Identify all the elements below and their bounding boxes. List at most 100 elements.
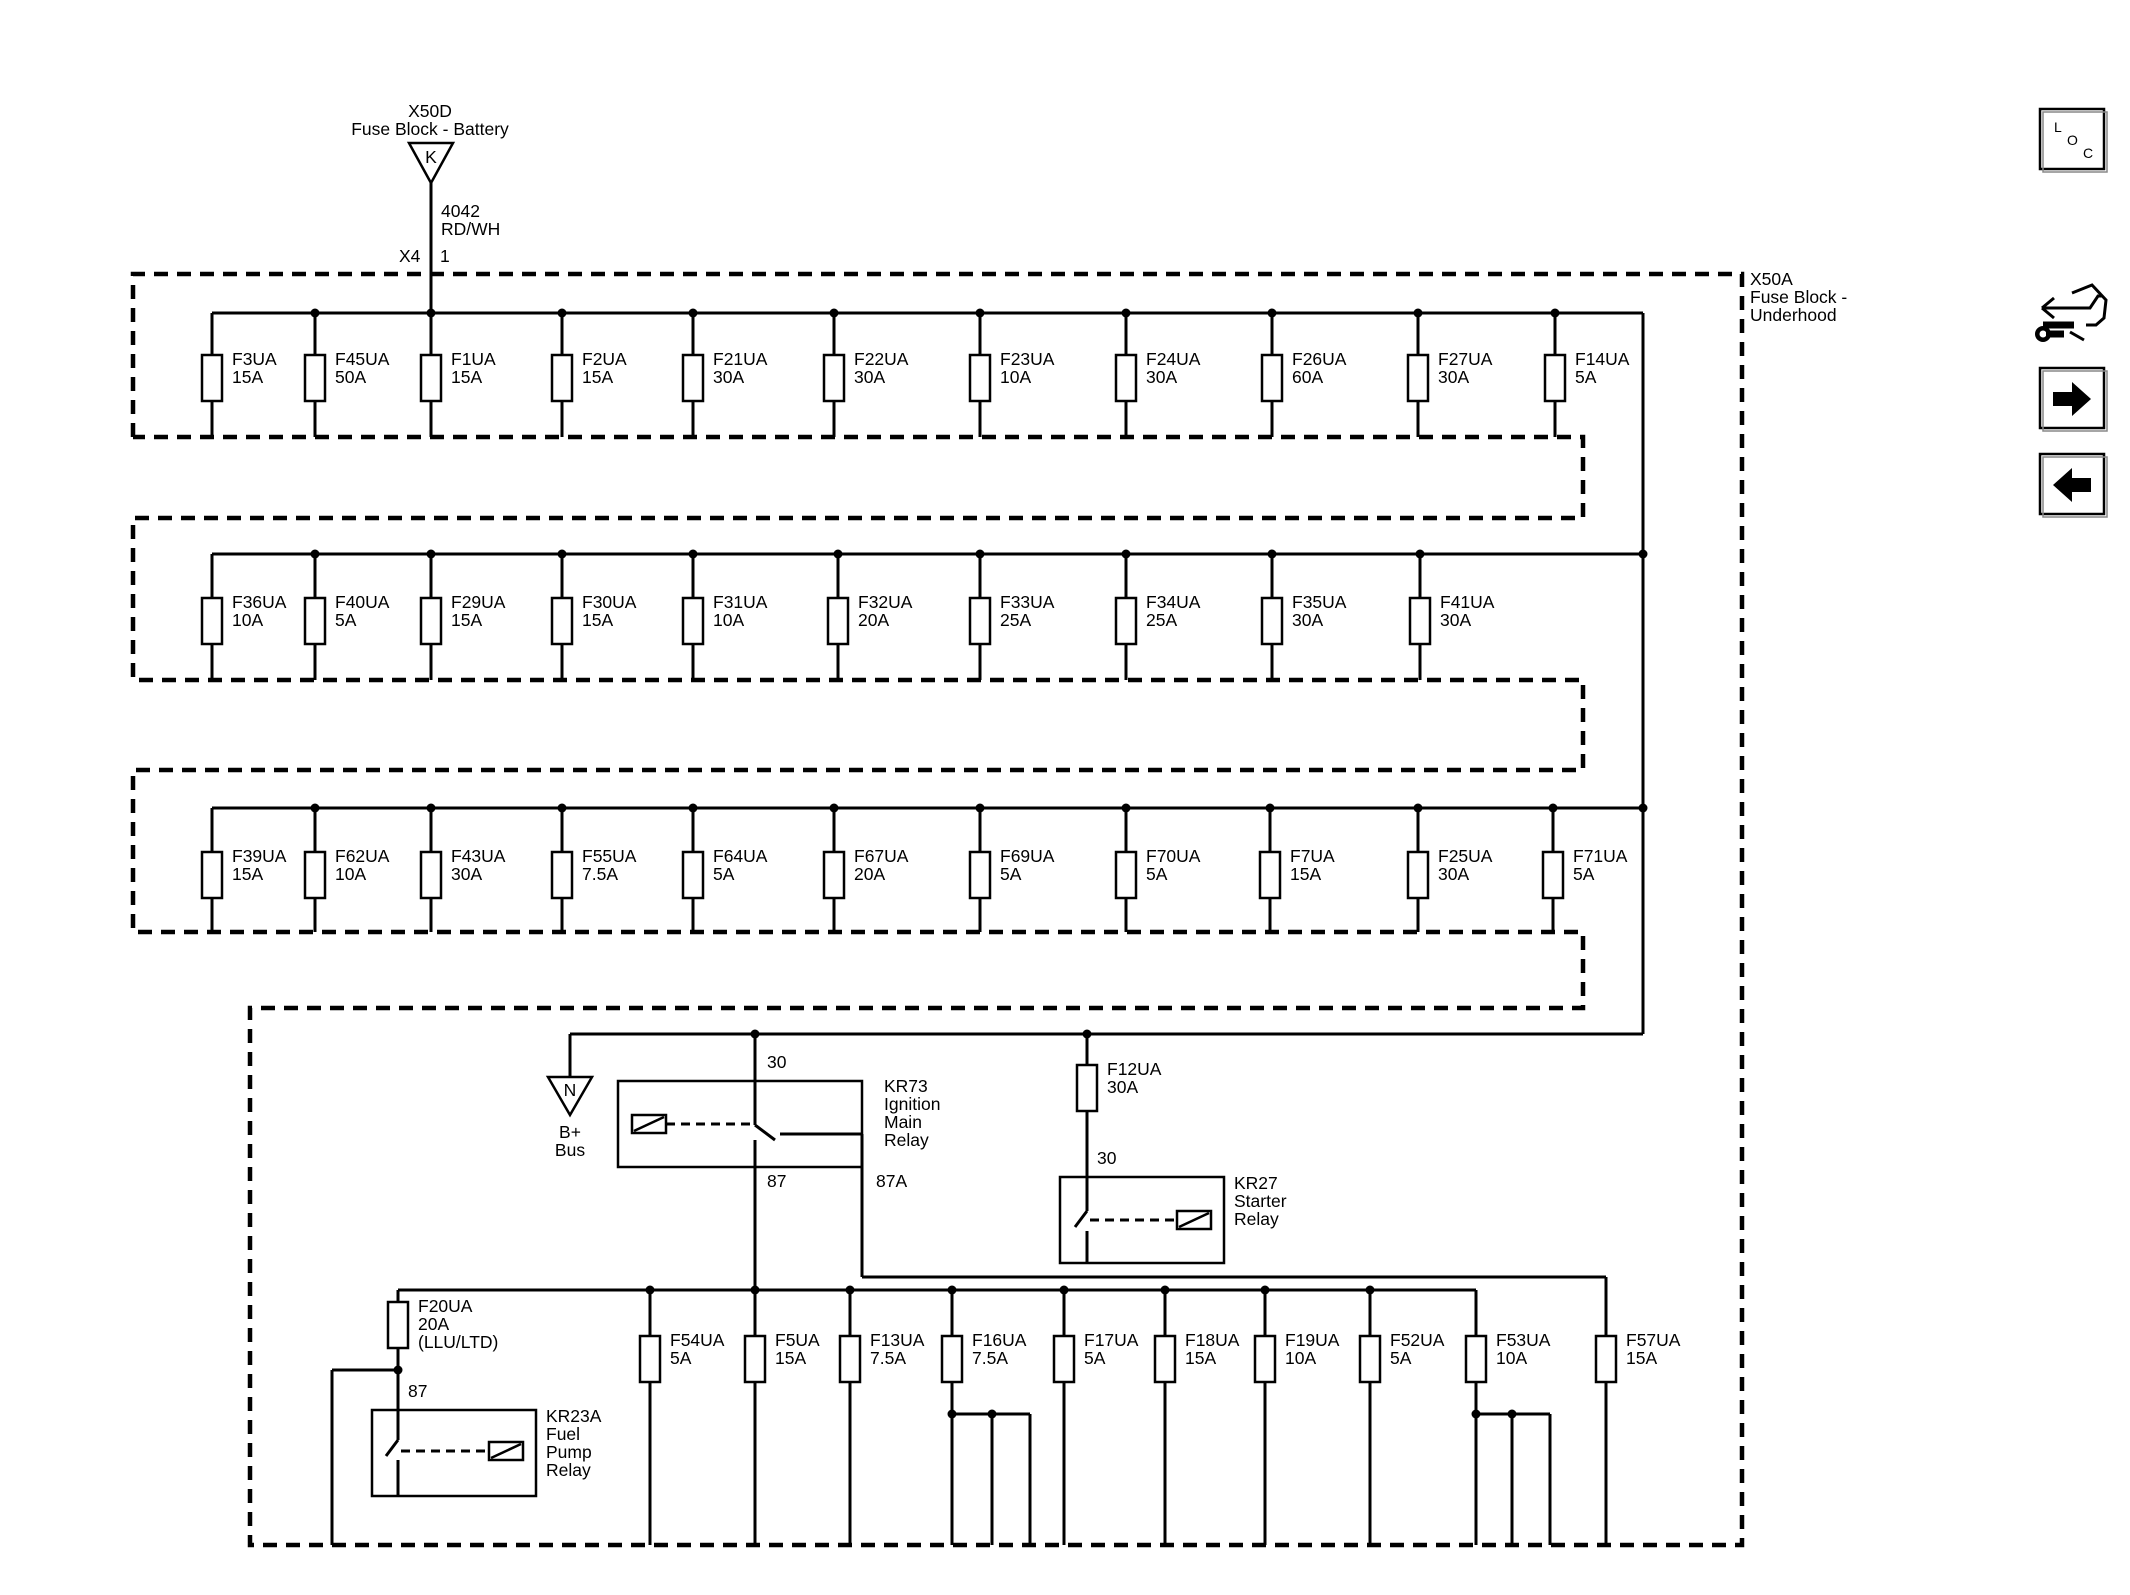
fuse-id: F57UA (1626, 1330, 1681, 1350)
fuse-id: F71UA (1573, 846, 1628, 866)
fuse-rating: 7.5A (582, 864, 618, 884)
fuse-rating: 15A (451, 610, 482, 630)
arrow-left-icon (2053, 468, 2091, 502)
starter-fuse-id: F12UA (1107, 1059, 1162, 1079)
fuse-id: F16UA (972, 1330, 1027, 1350)
fuse-id: F2UA (582, 349, 627, 369)
fuse-rating: 20A (854, 864, 885, 884)
fuse-rating: 25A (1146, 610, 1177, 630)
fuse-rating: 15A (582, 610, 613, 630)
fuse-rating: 15A (775, 1348, 806, 1368)
fuse-rating: 10A (232, 610, 263, 630)
fuse-rating: 30A (1438, 367, 1469, 387)
fuse-rating: 5A (1084, 1348, 1106, 1368)
bottom-fuse-row: F54UA 5A F5UA 15A F13UA 7.5A F16UA 7.5A … (638, 1290, 1681, 1545)
fuse-rating: 5A (1146, 864, 1168, 884)
fuel-relay-name3: Relay (546, 1460, 591, 1480)
fuse-id: F21UA (713, 349, 768, 369)
fuse-row-3: F39UA 15A F62UA 10A F43UA 30A F55UA 7.5A… (200, 803, 1628, 932)
loc-button[interactable]: L O C (2038, 107, 2108, 173)
fuse-rating: 20A (858, 610, 889, 630)
fuse-id: F55UA (582, 846, 637, 866)
fuse-id: F53UA (1496, 1330, 1551, 1350)
fuse-rating: 30A (1438, 864, 1469, 884)
fuel-relay-id: KR23A (546, 1406, 602, 1426)
starter-relay-name2: Relay (1234, 1209, 1279, 1229)
fuse-id: F40UA (335, 592, 390, 612)
starter-relay-name1: Starter (1234, 1191, 1287, 1211)
fuse-id: F19UA (1285, 1330, 1340, 1350)
previous-page-button[interactable] (2038, 452, 2108, 518)
fuel-pump-circuit: F20UA 20A (LLU/LTD) 87 KR23A Fuel Pump R… (330, 1290, 602, 1545)
loc-letter-l: L (2054, 119, 2062, 135)
fuse-id: F14UA (1575, 349, 1630, 369)
fuse-row-2: F36UA 10A F40UA 5A F29UA 15A F30UA 15A F… (200, 549, 1495, 680)
fuse-rating: 15A (232, 367, 263, 387)
fuse-rating: 7.5A (870, 1348, 906, 1368)
fuse-rating: 15A (232, 864, 263, 884)
fuse-rating: 15A (1626, 1348, 1657, 1368)
fuse-rating: 10A (1496, 1348, 1527, 1368)
fuse-rating: 15A (582, 367, 613, 387)
fuel-fuse-id: F20UA (418, 1296, 473, 1316)
fuse-id: F52UA (1390, 1330, 1445, 1350)
connector-wrench-icon[interactable] (2035, 283, 2108, 342)
ignition-relay-id: KR73 (884, 1076, 928, 1096)
fuel-relay-pin-87: 87 (408, 1381, 427, 1401)
fuse-id: F39UA (232, 846, 287, 866)
arrow-right-icon (2053, 382, 2091, 416)
fuse-rating: 5A (1575, 367, 1597, 387)
fuse-rating: 50A (335, 367, 366, 387)
fuse-rating: 25A (1000, 610, 1031, 630)
fuse-id: F64UA (713, 846, 768, 866)
fuse-rating: 60A (1292, 367, 1323, 387)
block-name-line2: Underhood (1750, 305, 1837, 325)
fuse-id: F33UA (1000, 592, 1055, 612)
starter-relay-pin-30: 30 (1097, 1148, 1117, 1168)
fuse-id: F31UA (713, 592, 768, 612)
fuel-fuse-note: (LLU/LTD) (418, 1332, 498, 1352)
fuse-row-1: F3UA 15A F45UA 50A F1UA 15A F2UA 15A F21… (200, 308, 1630, 437)
source-connector-id: X50D (408, 101, 452, 121)
fuse-rating: 30A (451, 864, 482, 884)
ignition-main-relay: 30 87 87A KR73 Ignition Main Relay (616, 1034, 1608, 1545)
bplus-bus-label-line2: Bus (555, 1140, 585, 1160)
fuse-rating: 5A (670, 1348, 692, 1368)
fuse-id: F27UA (1438, 349, 1493, 369)
fuse-rating: 5A (335, 610, 357, 630)
fuse-id: F5UA (775, 1330, 820, 1350)
ignition-relay-pin-87: 87 (767, 1171, 786, 1191)
loc-letter-c: C (2083, 145, 2093, 161)
fuse-id: F70UA (1146, 846, 1201, 866)
fuse-rating: 5A (1573, 864, 1595, 884)
fuse-rating: 10A (713, 610, 744, 630)
fuse-id: F26UA (1292, 349, 1347, 369)
fuse-id: F35UA (1292, 592, 1347, 612)
fuse-id: F7UA (1290, 846, 1335, 866)
fuse-rating: 30A (713, 367, 744, 387)
fuse-rating: 15A (1185, 1348, 1216, 1368)
fuse-rating: 7.5A (972, 1348, 1008, 1368)
ignition-relay-pin-30: 30 (767, 1052, 787, 1072)
fuse-id: F25UA (1438, 846, 1493, 866)
source-connector-pin: K (425, 147, 437, 167)
fuse-id: F34UA (1146, 592, 1201, 612)
fuse-id: F22UA (854, 349, 909, 369)
fuse-rating: 10A (335, 864, 366, 884)
fuse-rating: 15A (451, 367, 482, 387)
bplus-bus-connector (545, 1075, 595, 1118)
next-page-button[interactable] (2038, 366, 2108, 432)
fuse-rating: 5A (1390, 1348, 1412, 1368)
bplus-bus-label-line1: B+ (559, 1122, 581, 1142)
fuel-relay-name2: Pump (546, 1442, 592, 1462)
fuel-fuse-rating: 20A (418, 1314, 449, 1334)
input-terminal-pin: 1 (440, 246, 450, 266)
source-connector-symbol (406, 141, 456, 186)
fuse-id: F43UA (451, 846, 506, 866)
fuse-rating: 15A (1290, 864, 1321, 884)
fuse-id: F45UA (335, 349, 390, 369)
fuse-rating: 10A (1285, 1348, 1316, 1368)
starter-circuit: F12UA 30A 30 KR27 Starter Relay (1058, 1034, 1287, 1265)
fuse-id: F32UA (858, 592, 913, 612)
fuse-rating: 30A (854, 367, 885, 387)
